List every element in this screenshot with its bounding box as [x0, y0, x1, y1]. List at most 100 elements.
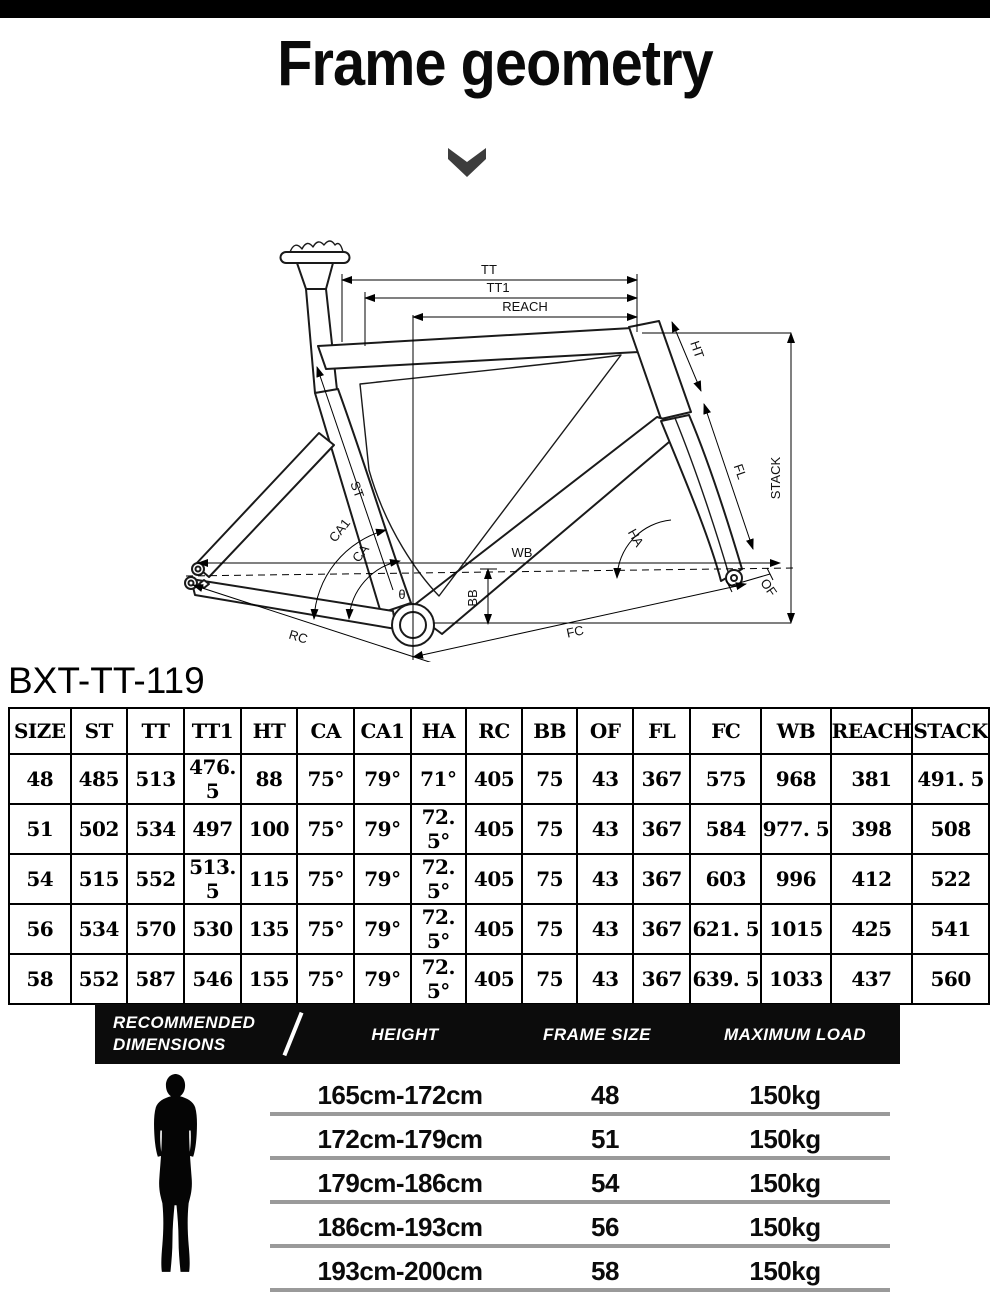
human-silhouette-icon: [154, 1074, 197, 1272]
dim-label-theta: θ: [398, 587, 405, 602]
geometry-cell: 56: [8, 903, 72, 955]
rec-max-load: 150kg: [749, 1124, 821, 1154]
rec-frame-size: 54: [591, 1168, 619, 1198]
geometry-cell: 497: [183, 803, 242, 855]
geometry-col-header: HA: [409, 707, 467, 755]
recommended-col-frame-size: FRAME SIZE: [543, 1025, 651, 1044]
geometry-cell: 546: [183, 953, 242, 1005]
geometry-cell: 491. 5: [911, 753, 990, 805]
geometry-cell: 79°: [353, 853, 412, 905]
rec-height: 193cm-200cm: [317, 1256, 483, 1286]
geometry-cell: 381: [829, 753, 914, 805]
dim-label-fl: FL: [731, 462, 750, 481]
geometry-cell: 534: [125, 803, 186, 855]
dim-label-reach: REACH: [502, 299, 548, 314]
geometry-cell: 621. 5: [689, 903, 763, 955]
dim-label-tt1: TT1: [486, 280, 509, 295]
geometry-cell: 72. 5°: [409, 853, 467, 905]
frame-geometry-diagram: TT TT1 REACH HT FL STACK WB HA BB OF FC …: [184, 240, 795, 662]
geometry-cell: 48: [8, 753, 72, 805]
dim-label-ca1: CA1: [326, 516, 353, 545]
geometry-cell: 79°: [353, 753, 412, 805]
geometry-cell: 75: [521, 853, 579, 905]
geometry-cell: 75°: [296, 853, 356, 905]
rec-max-load: 150kg: [749, 1168, 821, 1198]
dim-label-ht: HT: [687, 339, 707, 360]
rec-max-load: 150kg: [749, 1080, 821, 1110]
geometry-cell: 968: [760, 753, 832, 805]
rec-height: 165cm-172cm: [317, 1080, 483, 1110]
geometry-cell: 43: [576, 803, 635, 855]
geometry-cell: 75: [521, 753, 579, 805]
geometry-col-header: BB: [521, 707, 579, 755]
geometry-cell: 75: [521, 803, 579, 855]
geometry-cell: 513: [125, 753, 186, 805]
geometry-cell: 367: [632, 903, 692, 955]
geometry-col-header: TT1: [183, 707, 242, 755]
dim-label-wb: WB: [512, 545, 533, 560]
geometry-cell: 515: [69, 853, 128, 905]
geometry-cell: 75°: [296, 753, 356, 805]
chevron-down-icon: [448, 148, 486, 177]
geometry-cell: 54: [8, 853, 72, 905]
geometry-cell: 75°: [296, 803, 356, 855]
geometry-cell: 587: [125, 953, 186, 1005]
geometry-cell: 584: [689, 803, 763, 855]
geometry-col-header: HT: [239, 707, 299, 755]
geometry-cell: 485: [69, 753, 128, 805]
geometry-col-header: RC: [464, 707, 524, 755]
geometry-cell: 405: [464, 853, 524, 905]
geometry-cell: 639. 5: [689, 953, 763, 1005]
geometry-cell: 75°: [296, 953, 356, 1005]
geometry-cell: 405: [464, 903, 524, 955]
geometry-cell: 72. 5°: [409, 953, 467, 1005]
geometry-cell: 135: [239, 903, 299, 955]
geometry-cell: 71°: [409, 753, 467, 805]
geometry-cell: 603: [689, 853, 763, 905]
geometry-cell: 502: [69, 803, 128, 855]
geometry-cell: 367: [632, 803, 692, 855]
geometry-cell: 534: [69, 903, 128, 955]
top-black-bar: [0, 0, 990, 18]
model-title: BXT-TT-119: [8, 660, 205, 701]
dimension-lines: [185, 274, 795, 662]
rec-max-load: 150kg: [749, 1212, 821, 1242]
geometry-col-header: ST: [69, 707, 128, 755]
geometry-cell: 476. 5: [183, 753, 242, 805]
geometry-cell: 43: [576, 953, 635, 1005]
geometry-cell: 1015: [760, 903, 832, 955]
page-title: Frame geometry: [277, 27, 713, 99]
geometry-cell: 405: [464, 953, 524, 1005]
geometry-col-header: SIZE: [8, 707, 72, 755]
rec-max-load: 150kg: [749, 1256, 821, 1286]
geometry-cell: 75°: [296, 903, 356, 955]
dim-label-st: ST: [347, 479, 367, 500]
dim-label-bb: BB: [465, 589, 480, 606]
geometry-col-header: TT: [125, 707, 186, 755]
geometry-col-header: WB: [760, 707, 832, 755]
geometry-cell: 75: [521, 953, 579, 1005]
geometry-cell: 72. 5°: [409, 803, 467, 855]
geometry-cell: 100: [239, 803, 299, 855]
geometry-cell: 412: [829, 853, 914, 905]
geometry-cell: 437: [829, 953, 914, 1005]
dim-label-of: OF: [757, 576, 780, 599]
dim-label-tt: TT: [481, 262, 497, 277]
geometry-cell: 79°: [353, 803, 412, 855]
geometry-cell: 405: [464, 803, 524, 855]
geometry-cell: 43: [576, 753, 635, 805]
recommended-col-max-load: MAXIMUM LOAD: [724, 1025, 866, 1044]
geometry-cell: 425: [829, 903, 914, 955]
geometry-cell: 530: [183, 903, 242, 955]
